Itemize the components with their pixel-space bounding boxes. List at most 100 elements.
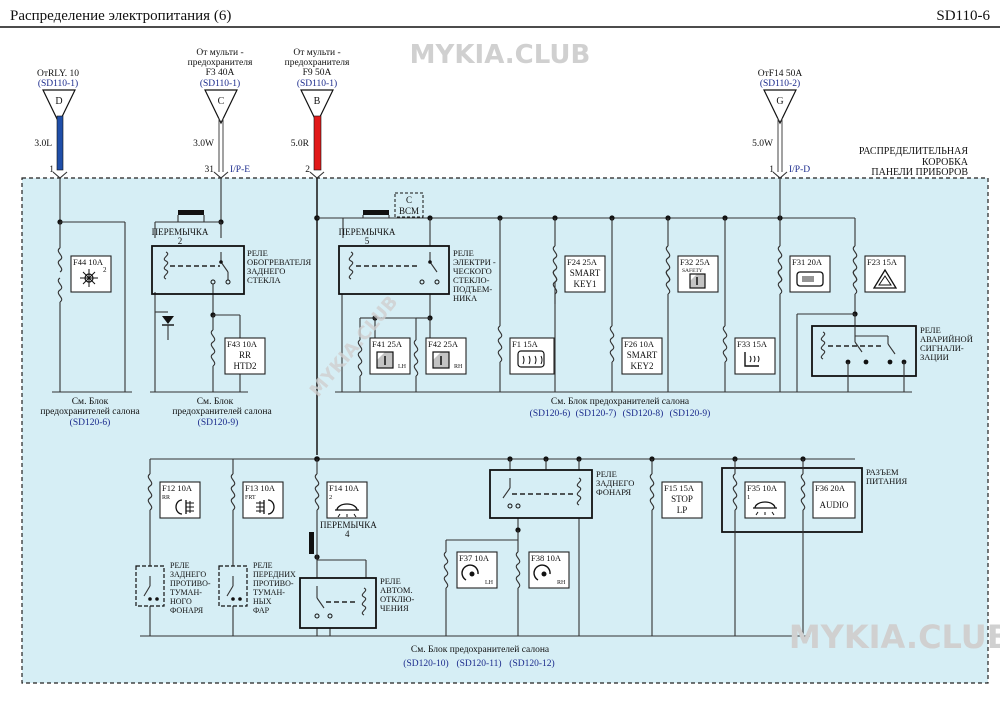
page-code: SD110-6 [936, 8, 990, 24]
svg-text:KEY2: KEY2 [631, 361, 654, 371]
relay-hazard: РЕЛЕ АВАРИЙНОЙ СИГНАЛИ- ЗАЦИИ [811, 325, 973, 392]
svg-text:F44 10A: F44 10A [73, 257, 104, 267]
jumper-2-bar [178, 210, 204, 215]
svg-text:AUDIO: AUDIO [820, 500, 849, 510]
svg-text:ФОНАРЯ: ФОНАРЯ [170, 606, 204, 615]
svg-text:F38 10A: F38 10A [531, 553, 562, 563]
svg-text:F31 20A: F31 20A [792, 257, 823, 267]
fuse-f41: F41 25A LH [369, 337, 411, 375]
link-sd120-8[interactable]: (SD120-8) [623, 408, 664, 419]
svg-text:ПЕРЕМЫЧКА: ПЕРЕМЫЧКА [339, 227, 396, 237]
relay-rear-defrost: РЕЛЕ ОБОГРЕВАТЕЛЯ ЗАДНЕГО СТЕКЛА [151, 245, 311, 295]
svg-text:F9 50A: F9 50A [303, 68, 332, 78]
link-sd120-6[interactable]: (SD120-6) [530, 408, 571, 419]
svg-text:СТЕКЛО-: СТЕКЛО- [453, 275, 490, 285]
svg-text:B: B [314, 96, 321, 107]
safety-window-icon [689, 273, 706, 289]
svg-text:SMART: SMART [570, 268, 601, 278]
main-bus-b [314, 178, 855, 455]
connector-b: От мульти - предохранителя F9 50A (SD110… [285, 48, 350, 179]
svg-text:(SD110-1): (SD110-1) [297, 78, 337, 89]
fuse-f38: F38 10A RH [528, 551, 570, 589]
svg-text:F33 15A: F33 15A [737, 339, 768, 349]
fuse-f32: F32 25A SAFETY [677, 255, 719, 293]
svg-text:5: 5 [365, 236, 370, 246]
svg-text:F32 25A: F32 25A [680, 257, 711, 267]
svg-text:ЧЕНИЯ: ЧЕНИЯ [380, 603, 409, 613]
relay-power-window: РЕЛЕ ЭЛЕКТРИ - ЧЕСКОГО СТЕКЛО- ПОДЪЕМ- Н… [338, 245, 496, 303]
svg-text:ПЕРЕМЫЧКА: ПЕРЕМЫЧКА [152, 227, 209, 237]
svg-text:РЕЛЕ: РЕЛЕ [453, 248, 474, 258]
svg-text:5.0W: 5.0W [752, 139, 773, 149]
svg-text:C: C [218, 96, 225, 107]
svg-text:СТЕКЛА: СТЕКЛА [247, 275, 281, 285]
fuse-ref-right: См. Блок предохранителей салона (SD120-6… [530, 396, 711, 419]
rear-defrost-icon [517, 350, 545, 368]
svg-text:1: 1 [49, 165, 54, 175]
fuse-f23: F23 15A [864, 255, 906, 293]
link-sd120-7[interactable]: (SD120-7) [576, 408, 617, 419]
fuse-ref-bottom: См. Блок предохранителей салона (SD120-1… [403, 644, 554, 669]
circuit-f14 [309, 473, 367, 636]
svg-text:RH: RH [557, 580, 566, 586]
svg-text:SMART: SMART [627, 350, 658, 360]
svg-text:ОтRLY. 10: ОтRLY. 10 [37, 69, 79, 79]
svg-text:F26 10A: F26 10A [624, 339, 655, 349]
fuse-ref-left: См. Блок предохранителей салона (SD120-6… [40, 397, 140, 428]
svg-text:От мульти -: От мульти - [196, 48, 243, 58]
svg-text:BCM: BCM [399, 206, 419, 216]
svg-text:КОРОБКА: КОРОБКА [922, 157, 969, 168]
svg-text:РЕЛЕ: РЕЛЕ [920, 325, 941, 335]
svg-text:F14 10A: F14 10A [329, 483, 360, 493]
svg-text:РЕЛЕ: РЕЛЕ [170, 561, 190, 570]
bcm-connector: C BCM [394, 192, 424, 218]
svg-text:ЗАДНЕГО: ЗАДНЕГО [170, 570, 206, 579]
svg-text:предохранителей салона: предохранителей салона [40, 406, 140, 417]
svg-text:НЫХ: НЫХ [253, 597, 272, 606]
link-sd120-10[interactable]: (SD120-10) [403, 658, 448, 669]
circuit-f33 [722, 218, 728, 392]
window-rh-icon [432, 351, 450, 369]
circuit-f1 [497, 218, 503, 392]
circuit-tail-lamp [443, 459, 580, 636]
relay-tail-lamp: РЕЛЕ ЗАДНЕГО ФОНАРЯ [489, 469, 634, 519]
svg-text:ПРОТИВО-: ПРОТИВО- [170, 579, 211, 588]
fuse-ref-mid: См. Блок предохранителей салона (SD120-9… [172, 397, 272, 428]
front-fog-lamp-icon [256, 499, 275, 515]
svg-text:I/P-D: I/P-D [789, 165, 810, 175]
svg-text:ТУМАН-: ТУМАН- [170, 588, 202, 597]
fuse-f36: F36 20A AUDIO [812, 481, 856, 519]
relay-front-fog: РЕЛЕ ПЕРЕДНИХ ПРОТИВО- ТУМАН- НЫХ ФАР [218, 561, 296, 615]
svg-text:АВТОМ.: АВТОМ. [380, 585, 413, 595]
svg-text:F23 15A: F23 15A [867, 257, 898, 267]
link-sd120-6-left[interactable]: (SD120-6) [70, 417, 111, 428]
link-sd120-12[interactable]: (SD120-12) [509, 658, 554, 669]
svg-text:РЕЛЕ: РЕЛЕ [596, 469, 617, 479]
page-title: Распределение электропитания (6) [10, 8, 231, 24]
svg-text:предохранителя: предохранителя [188, 58, 253, 68]
connector-g: ОтF14 50A (SD110-2) G 5.0W 1 I/P-D [752, 69, 810, 179]
fuse-f31: F31 20A [789, 255, 831, 293]
interior-lamp-icon [335, 503, 359, 518]
svg-text:От мульти -: От мульти - [293, 48, 340, 58]
svg-text:4: 4 [345, 529, 350, 539]
link-sd120-9-mid[interactable]: (SD120-9) [198, 417, 239, 428]
svg-text:2: 2 [178, 236, 183, 246]
junction-box-panel [21, 177, 989, 684]
circuit-f13 [230, 473, 236, 636]
svg-text:I/P-E: I/P-E [230, 165, 250, 175]
svg-text:ФАР: ФАР [253, 606, 270, 615]
link-sd120-11[interactable]: (SD120-11) [456, 658, 501, 669]
svg-text:F35 10A: F35 10A [747, 483, 778, 493]
svg-text:LH: LH [398, 364, 407, 370]
svg-text:F3 40A: F3 40A [206, 68, 235, 78]
svg-text:(SD110-1): (SD110-1) [38, 78, 78, 89]
svg-text:STOP: STOP [671, 494, 693, 504]
circuit-f12 [147, 473, 153, 636]
svg-text:См. Блок: См. Блок [72, 397, 109, 407]
link-sd120-9[interactable]: (SD120-9) [670, 408, 711, 419]
svg-text:предохранителей салона: предохранителей салона [172, 406, 272, 417]
svg-text:F24 25A: F24 25A [567, 257, 598, 267]
svg-text:D: D [55, 96, 62, 107]
fuse-f37: F37 10A LH [456, 551, 498, 589]
